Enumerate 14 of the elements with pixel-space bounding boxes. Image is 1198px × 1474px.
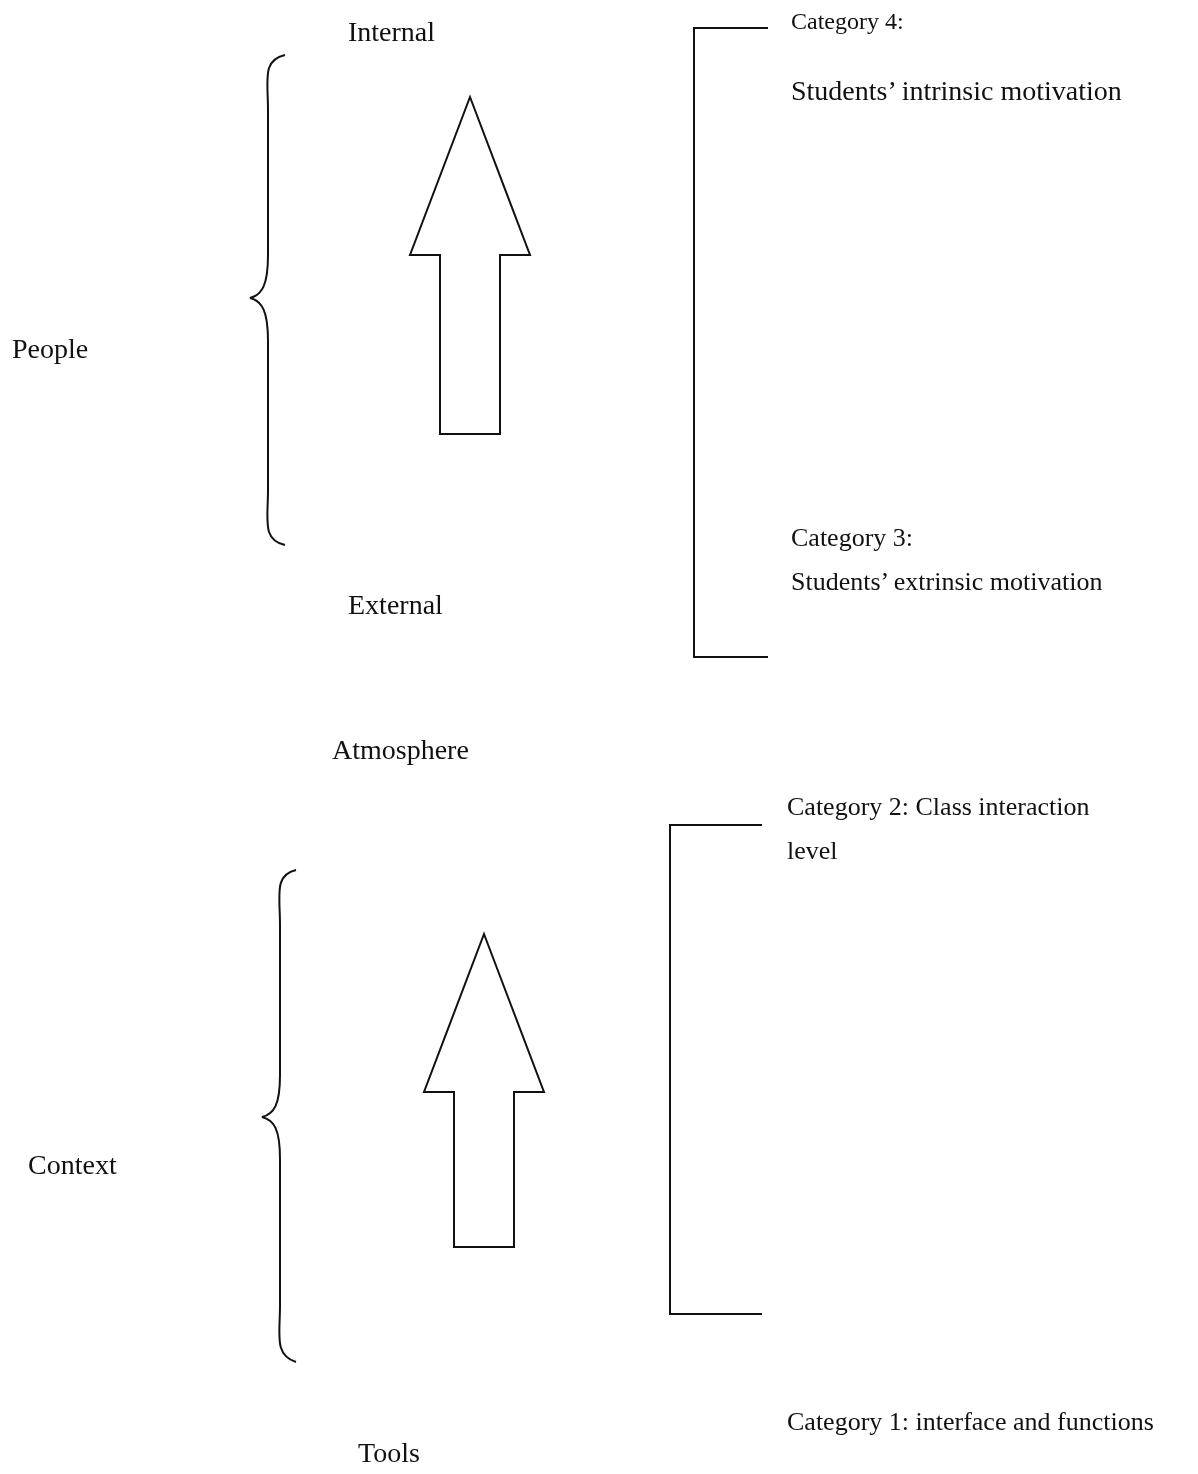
block-arrow bbox=[422, 931, 546, 1248]
scale-label: Internal bbox=[348, 13, 436, 51]
category-label: Students’ extrinsic motivation bbox=[791, 566, 1103, 598]
category-label: Category 4: bbox=[791, 7, 904, 36]
category-label: Students’ intrinsic motivation bbox=[791, 74, 1122, 108]
dimension-label: People bbox=[12, 332, 89, 366]
scale-label: Tools bbox=[358, 1434, 420, 1472]
category-label: Category 3: bbox=[791, 522, 914, 554]
category-label: Category 2: Class interaction level bbox=[787, 791, 1091, 867]
block-arrow bbox=[408, 94, 532, 435]
dimension-label: Context bbox=[28, 1148, 117, 1182]
scale-label: External bbox=[348, 586, 443, 624]
category-label: Category 1: interface and functions bbox=[787, 1406, 1155, 1438]
scale-label: Atmosphere bbox=[332, 731, 469, 769]
